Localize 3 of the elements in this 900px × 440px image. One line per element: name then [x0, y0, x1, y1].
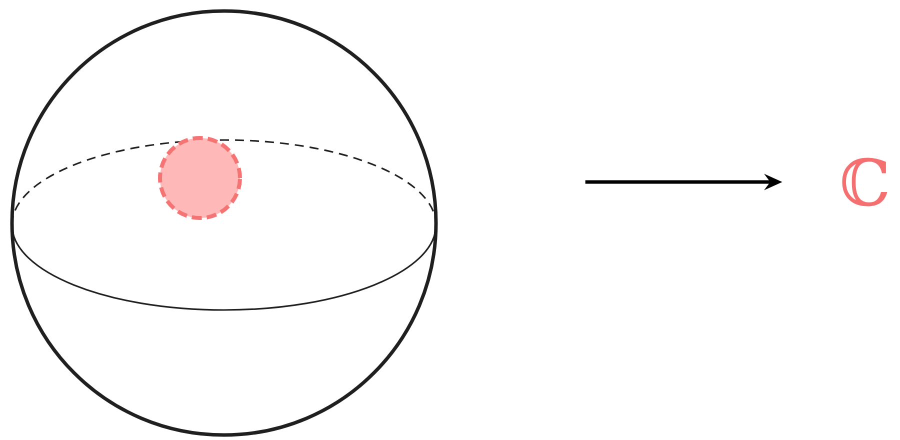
set-symbol: ℂ	[842, 158, 888, 206]
sphere-drawing	[10, 9, 438, 437]
disk	[158, 136, 242, 220]
